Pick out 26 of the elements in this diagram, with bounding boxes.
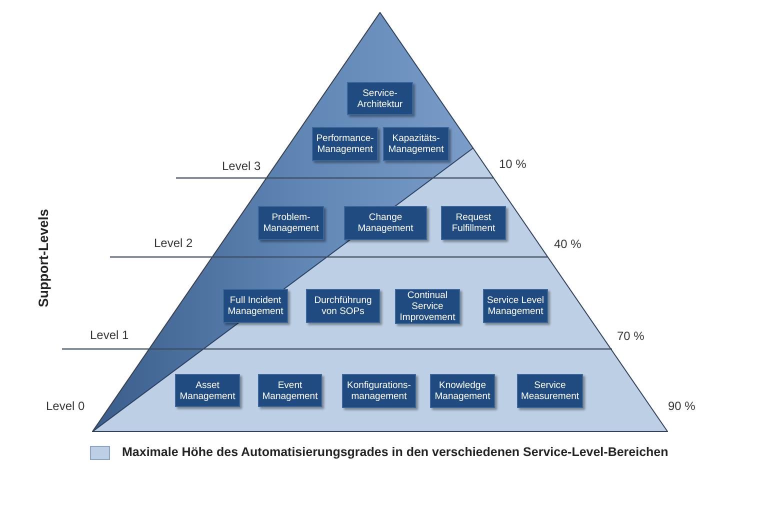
level-label: Level 0: [46, 399, 85, 413]
process-box: Knowledge Management: [430, 374, 495, 408]
percentage-label: 10 %: [499, 157, 526, 171]
process-box: Asset Management: [175, 374, 240, 407]
legend-text: Maximale Höhe des Automatisierungsgrades in den verschiedenen Service-Level-Bereichen: [122, 445, 668, 460]
percentage-label: 40 %: [554, 237, 582, 251]
axis-title: Support-Levels: [37, 209, 51, 308]
process-box: Event Management: [258, 374, 322, 407]
process-box: Service Measurement: [517, 374, 583, 408]
process-box: Performance-Management: [312, 127, 378, 161]
process-box: Service-Architektur: [347, 82, 413, 115]
pyramid: [92, 12, 668, 432]
process-box: Kapazitäts-Management: [383, 127, 449, 161]
percentage-label: 70 %: [617, 329, 644, 343]
process-box: Service Level Management: [483, 289, 548, 323]
process-box: Durchführung von SOPs: [306, 289, 380, 323]
level-label: Level 1: [90, 328, 129, 342]
process-box: Full Incident Management: [223, 289, 288, 323]
process-box: Konfigurations-management: [342, 374, 416, 408]
process-box: Change Management: [344, 206, 427, 240]
percentage-label: 90 %: [668, 399, 696, 413]
level-label: Level 2: [154, 236, 193, 250]
process-box: Problem-Management: [258, 206, 324, 240]
process-box: Continual Service Improvement: [395, 289, 460, 324]
process-box: Request Fulfillment: [441, 206, 506, 240]
level-label: Level 3: [222, 159, 261, 173]
